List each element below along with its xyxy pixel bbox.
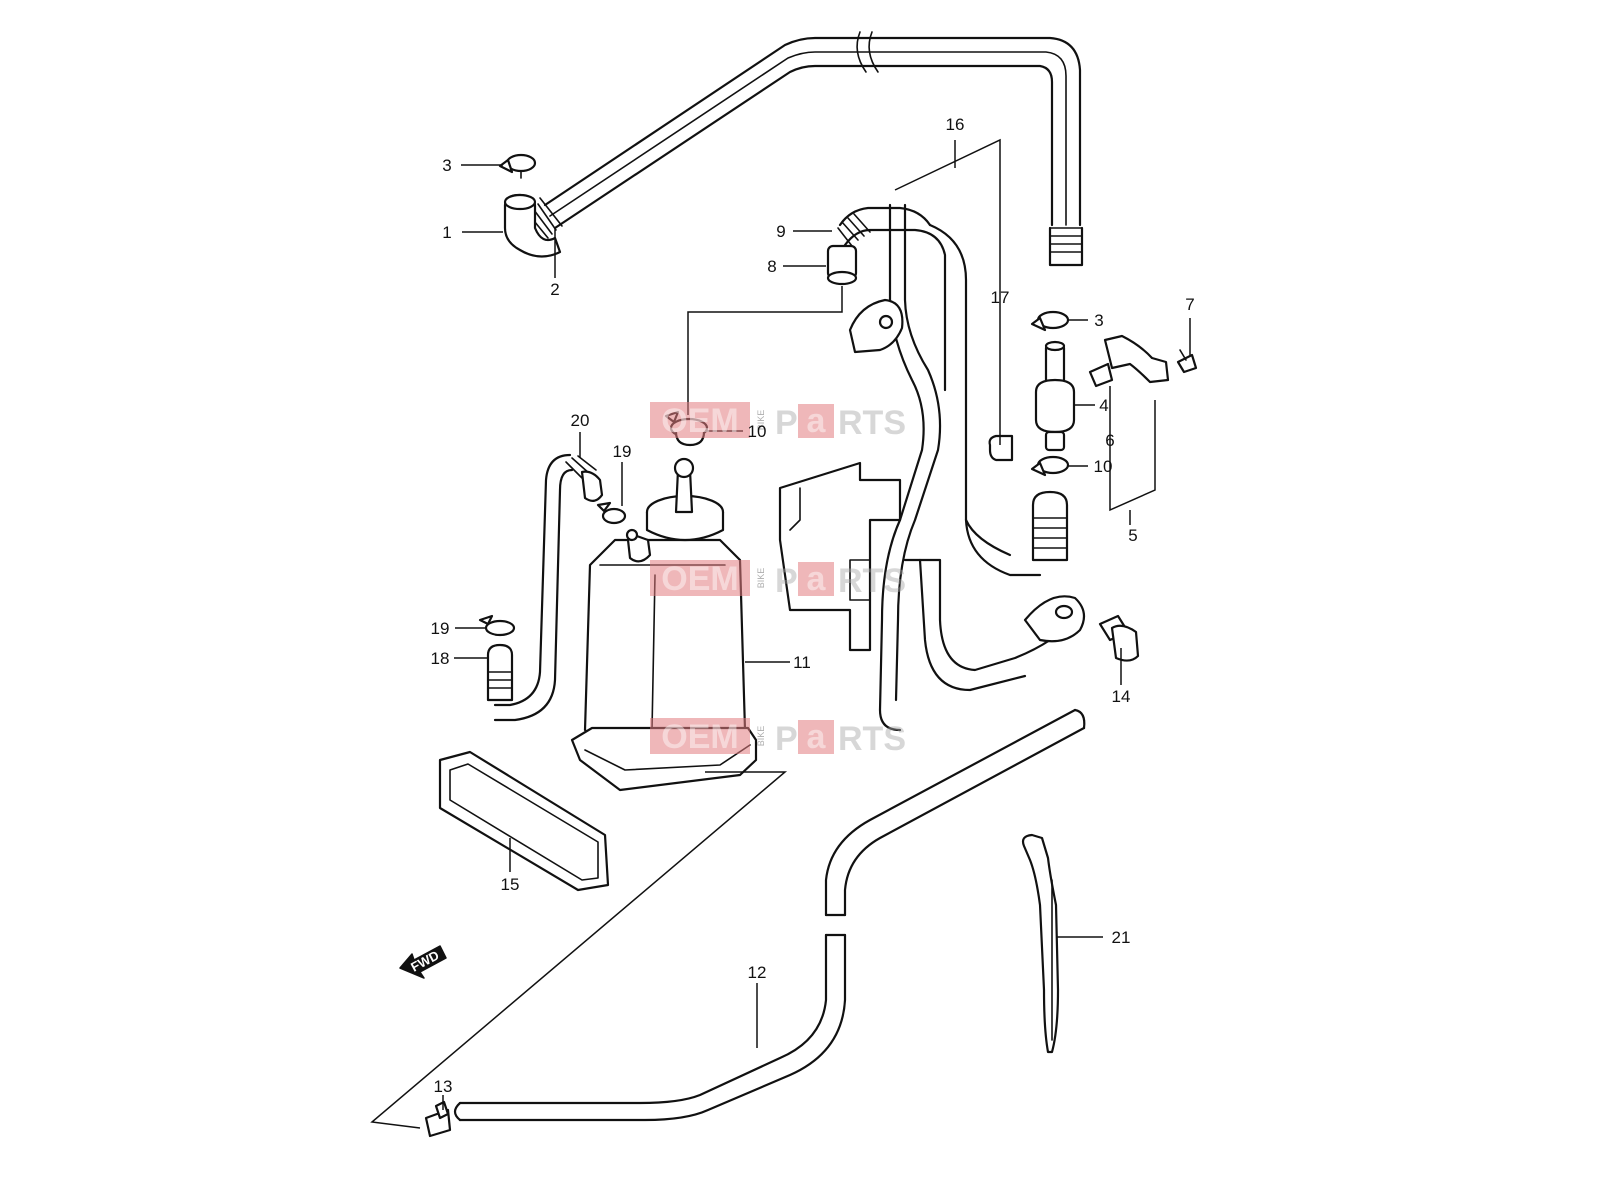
fuel-filter: [1034, 340, 1076, 452]
svg-text:P: P: [775, 562, 798, 600]
cable-tie: [1021, 833, 1060, 1054]
callout-19-upper: 19: [613, 442, 632, 461]
callout-19-lower: 19: [431, 619, 450, 638]
callout-6: 6: [1105, 431, 1114, 450]
watermark-1: OEM BIKE P a RTS: [650, 402, 906, 442]
svg-text:RTS: RTS: [838, 404, 906, 442]
callout-13: 13: [434, 1077, 453, 1096]
leader-16: [894, 138, 1001, 300]
svg-text:OEM: OEM: [661, 560, 738, 598]
callout-20: 20: [571, 411, 590, 430]
lower-drain-hose: [453, 708, 1086, 1122]
callout-15: 15: [501, 875, 520, 894]
callout-labels: 1 2 3 3 4 5 6 7 8 9 10 10 11 12 13 14 15…: [431, 115, 1195, 1096]
svg-text:P: P: [775, 720, 798, 758]
callout-3-right: 3: [1094, 311, 1103, 330]
hose-end-fitting: [826, 244, 858, 286]
callout-4: 4: [1099, 396, 1108, 415]
callout-1: 1: [442, 223, 451, 242]
watermark-3: OEM BIKE P a RTS: [650, 718, 906, 758]
tab-clip: [988, 434, 1014, 462]
fwd-label: FWD: [408, 947, 441, 974]
svg-text:a: a: [807, 560, 827, 598]
svg-text:RTS: RTS: [838, 720, 906, 758]
callout-18: 18: [431, 649, 450, 668]
canister-strap: [438, 750, 610, 892]
callout-17: 17: [991, 288, 1010, 307]
svg-text:OEM: OEM: [661, 718, 738, 756]
watermark-2: OEM BIKE P a RTS: [650, 560, 906, 600]
callout-3-left: 3: [442, 156, 451, 175]
clamp-19-upper: [596, 501, 627, 525]
center-vent-hose: [837, 206, 1042, 577]
elbow-fitting: [503, 193, 562, 258]
leader-13: [370, 771, 788, 1129]
bolt-7: [1176, 349, 1198, 374]
svg-text:BIKE: BIKE: [756, 726, 766, 747]
svg-text:BIKE: BIKE: [756, 568, 766, 589]
callout-10-right: 10: [1094, 457, 1113, 476]
vent-pipe: [878, 203, 1052, 732]
svg-text:RTS: RTS: [838, 562, 906, 600]
callout-8: 8: [767, 257, 776, 276]
callout-leaders: [442, 164, 1191, 1110]
clamp-10-right: [1030, 455, 1070, 477]
callout-7: 7: [1185, 295, 1194, 314]
forward-direction-arrow: FWD: [399, 945, 447, 979]
filter-bracket: [1088, 334, 1170, 512]
callout-12: 12: [748, 963, 767, 982]
callout-9: 9: [776, 222, 785, 241]
callout-2: 2: [550, 280, 559, 299]
svg-text:OEM: OEM: [661, 402, 738, 440]
upper-breather-hose: [529, 31, 1084, 267]
callout-21: 21: [1112, 928, 1131, 947]
clamp-19-lower: [478, 614, 516, 637]
mounting-bracket: [778, 298, 904, 652]
callout-5: 5: [1128, 526, 1137, 545]
svg-text:BIKE: BIKE: [756, 410, 766, 431]
clamp-13: [424, 1100, 452, 1138]
svg-text:a: a: [807, 718, 827, 756]
callout-14: 14: [1112, 687, 1131, 706]
hose-ribbed-right: [1031, 490, 1069, 562]
leader-8-canister: [687, 286, 843, 415]
svg-text:P: P: [775, 404, 798, 442]
clamp-3-right: [1030, 310, 1070, 332]
pipe-bracket-right: [1023, 595, 1086, 643]
bolt-14: [1098, 614, 1140, 662]
hose-end-18: [486, 643, 514, 702]
callout-10-canister: 10: [748, 422, 767, 441]
canister-left-hose: [493, 453, 604, 722]
callout-11: 11: [793, 653, 811, 672]
svg-text:a: a: [807, 402, 827, 440]
callout-16: 16: [946, 115, 965, 134]
hose-clamp-top-left: [498, 153, 537, 179]
